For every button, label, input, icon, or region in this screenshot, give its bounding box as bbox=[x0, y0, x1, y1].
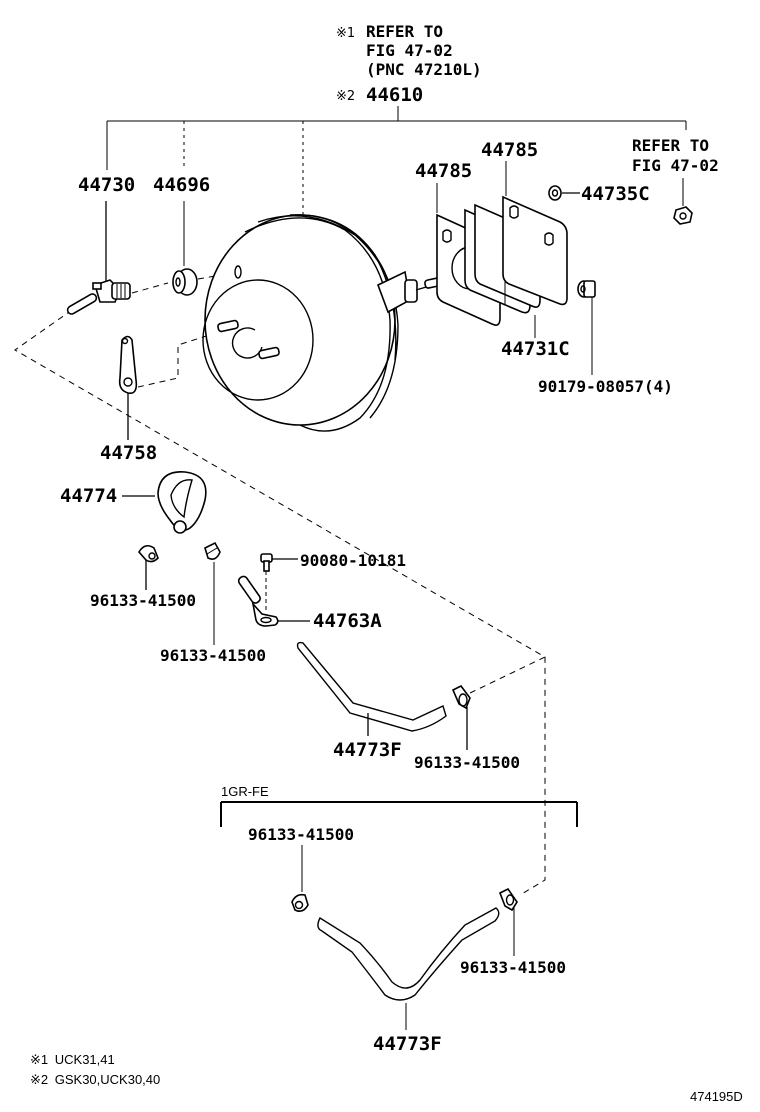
brake-booster[interactable] bbox=[202, 214, 442, 432]
engine-variant-group: 1GR-FE bbox=[220, 784, 578, 827]
clamp-e-icon[interactable] bbox=[498, 887, 518, 912]
hose-loop-icon[interactable] bbox=[157, 471, 207, 534]
part-label-44610[interactable]: 44610 bbox=[366, 84, 423, 106]
nut-icon[interactable] bbox=[673, 206, 693, 225]
part-label-96133-41500-a[interactable]: 96133-41500 bbox=[90, 591, 196, 610]
footnote-2-mark: ※2 bbox=[30, 1072, 48, 1087]
refer-note: REFER TO FIG 47-02 bbox=[632, 136, 719, 225]
part-label-44731c[interactable]: 44731C bbox=[501, 338, 570, 360]
part-label-96133-41500-e[interactable]: 96133-41500 bbox=[460, 958, 566, 977]
grommet-icon[interactable] bbox=[172, 268, 198, 296]
hose-lower-icon[interactable] bbox=[317, 907, 500, 1001]
clamp-a-icon[interactable] bbox=[138, 544, 159, 563]
engine-variant-label: 1GR-FE bbox=[221, 784, 269, 799]
booster-stud-center bbox=[258, 346, 280, 360]
figure-id: 474195D bbox=[690, 1089, 743, 1104]
footnotes: ※1 UCK31,41 ※2 GSK30,UCK30,40 bbox=[30, 1052, 160, 1087]
part-label-44773f-lower[interactable]: 44773F bbox=[373, 1033, 442, 1055]
part-label-96133-41500-c[interactable]: 96133-41500 bbox=[414, 753, 520, 772]
assembly-bracket bbox=[106, 106, 687, 215]
part-label-44774[interactable]: 44774 bbox=[60, 485, 117, 507]
check-valve-icon[interactable] bbox=[66, 279, 131, 315]
clamp-b-icon[interactable] bbox=[204, 541, 221, 560]
note-pnc-line: (PNC 47210L) bbox=[366, 60, 482, 79]
part-label-96133-41500-b[interactable]: 96133-41500 bbox=[160, 646, 266, 665]
hose-clip-icon[interactable] bbox=[118, 335, 138, 395]
part-label-44730[interactable]: 44730 bbox=[78, 174, 135, 196]
part-label-44785-rear[interactable]: 44785 bbox=[481, 139, 538, 161]
footnote-1-text: UCK31,41 bbox=[55, 1052, 115, 1067]
leader-lines bbox=[105, 161, 593, 1030]
note-fig-line: FIG 47-02 bbox=[366, 41, 453, 60]
part-label-44785-front[interactable]: 44785 bbox=[415, 160, 472, 182]
footnote-1: ※1 UCK31,41 bbox=[30, 1052, 115, 1067]
washer-icon[interactable] bbox=[548, 185, 562, 201]
footnote-2: ※2 GSK30,UCK30,40 bbox=[30, 1072, 160, 1087]
bolt-icon[interactable] bbox=[260, 553, 273, 572]
refer-line-2: FIG 47-02 bbox=[632, 156, 719, 175]
note-refer-line: REFER TO bbox=[366, 22, 443, 41]
flange-nut-icon[interactable] bbox=[577, 280, 596, 298]
part-label-90179-08057[interactable]: 90179-08057(4) bbox=[538, 377, 673, 396]
part-label-90080-10181[interactable]: 90080-10181 bbox=[300, 551, 406, 570]
part-label-44735c[interactable]: 44735C bbox=[581, 183, 650, 205]
part-label-96133-41500-d[interactable]: 96133-41500 bbox=[248, 825, 354, 844]
part-label-44696[interactable]: 44696 bbox=[153, 174, 210, 196]
refer-line-1: REFER TO bbox=[632, 136, 709, 155]
bracket-icon[interactable] bbox=[237, 575, 279, 627]
part-label-44763a[interactable]: 44763A bbox=[313, 610, 382, 632]
assembly-note: ※1 REFER TO FIG 47-02 (PNC 47210L) ※2 44… bbox=[336, 22, 482, 106]
hose-upper-icon[interactable] bbox=[296, 641, 447, 732]
part-label-44773f-upper[interactable]: 44773F bbox=[333, 739, 402, 761]
dashed-connectors bbox=[14, 272, 546, 896]
note-mark-2: ※2 bbox=[336, 89, 355, 104]
part-label-44758[interactable]: 44758 bbox=[100, 442, 157, 464]
gasket-rear-icon[interactable] bbox=[502, 195, 568, 306]
footnote-1-mark: ※1 bbox=[30, 1052, 48, 1067]
footnote-2-text: GSK30,UCK30,40 bbox=[55, 1072, 161, 1087]
clamp-d-icon[interactable] bbox=[291, 893, 309, 912]
note-mark-1: ※1 bbox=[336, 26, 355, 41]
booster-stud-left bbox=[217, 319, 239, 333]
clamp-c-icon[interactable] bbox=[451, 684, 471, 710]
